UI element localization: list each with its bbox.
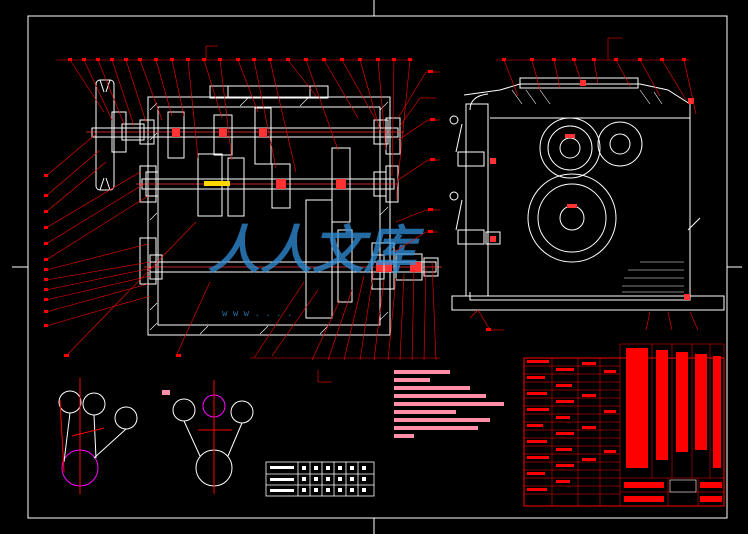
bearings — [139, 119, 439, 281]
title-block-drawing-no — [669, 479, 697, 493]
shaft-key — [204, 181, 230, 186]
watermark: 人人文库 w w w . . . . — [208, 221, 425, 319]
scheme-label-mark — [162, 390, 170, 395]
watermark-text: 人人文库 — [208, 221, 425, 281]
pulley-icon — [95, 79, 145, 191]
technical-notes — [394, 370, 504, 438]
side-view — [449, 77, 725, 311]
gearbox-housing — [139, 85, 401, 336]
side-hatch — [511, 89, 684, 293]
parts-list-table — [523, 343, 725, 507]
handle-lever-icon — [449, 115, 701, 245]
leader-tag-marks — [44, 58, 435, 357]
side-leader-tags — [486, 58, 686, 331]
part-leaders — [45, 45, 440, 383]
gear-stack-top — [167, 107, 353, 319]
side-housing — [451, 77, 725, 311]
side-shaft-keys — [565, 134, 577, 208]
symbol-table — [265, 461, 375, 497]
symbol-table-glyphs — [270, 466, 366, 492]
belt-scheme-left — [58, 378, 138, 494]
gear-icon — [527, 117, 643, 263]
watermark-url: w w w . . . . — [222, 309, 292, 319]
belt-scheme-right — [172, 380, 254, 494]
drawing-frame — [12, 0, 742, 534]
shaft-centerlines — [86, 131, 442, 268]
side-red-bolts — [490, 80, 694, 300]
main-section-view: 人人文库 w w w . . . . — [86, 79, 442, 336]
